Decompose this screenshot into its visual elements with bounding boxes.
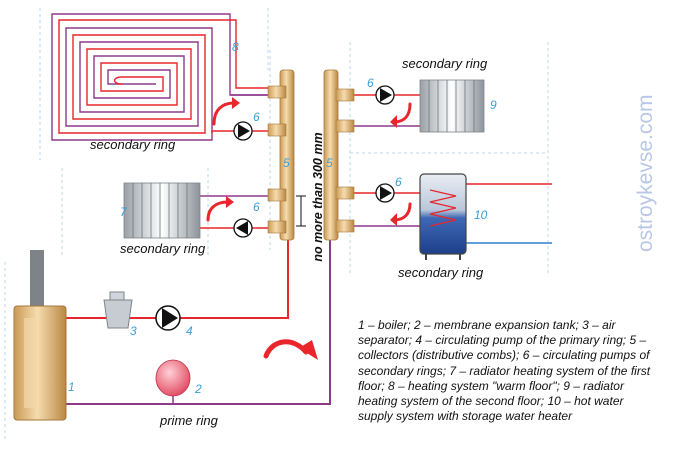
number-radiator-first-floor: 7 <box>120 205 127 219</box>
legend-text: 1 – boiler; 2 – membrane expansion tank;… <box>358 318 651 424</box>
flow-arrow-primary <box>263 339 309 359</box>
flow-arrow-floor <box>212 101 236 126</box>
number-pump-rad9: 6 <box>367 76 374 90</box>
number-air-separator: 3 <box>130 324 137 338</box>
watermark: ostroykevse.com <box>634 94 657 252</box>
watermark-text: ostroykevse.com <box>634 94 657 252</box>
number-warm-floor: 8 <box>232 40 239 54</box>
pump-rad9 <box>375 85 395 105</box>
pump-tank <box>375 183 395 203</box>
number-collector-left: 5 <box>283 156 290 170</box>
label-secondary-ring-rad2: secondary ring <box>402 56 488 71</box>
warm-floor-supply <box>58 19 283 134</box>
pump-rad7 <box>233 218 253 238</box>
pump-primary <box>155 305 181 331</box>
floor-supply-pipe <box>211 130 283 133</box>
label-spacing-note: no more than 300 mm <box>311 132 325 262</box>
label-secondary-ring-floor: secondary ring <box>90 137 176 152</box>
number-radiator-second-floor: 9 <box>490 98 497 112</box>
collector-left <box>267 69 295 241</box>
number-pump-rad7: 6 <box>253 200 260 214</box>
boiler <box>13 250 67 421</box>
number-collector-right: 5 <box>326 156 333 170</box>
number-boiler: 1 <box>68 380 75 394</box>
primary-supply-pipe <box>66 238 289 319</box>
number-primary-pump: 4 <box>186 324 193 338</box>
air-separator <box>103 291 133 329</box>
label-secondary-ring-boiler: secondary ring <box>398 265 484 280</box>
expansion-tank <box>155 359 191 404</box>
number-pump-floor: 6 <box>253 110 260 124</box>
label-prime-ring: prime ring <box>160 413 218 428</box>
number-pump-tank: 6 <box>395 175 402 189</box>
storage-water-heater <box>419 173 467 260</box>
dashed-guides <box>4 8 549 440</box>
warm-floor-return <box>51 13 283 141</box>
radiator-first-floor <box>123 182 201 239</box>
warm-floor-loops <box>51 13 283 141</box>
number-expansion-tank: 2 <box>195 382 202 396</box>
flow-arrow-rad7 <box>206 200 230 222</box>
primary-ring-pipes <box>66 238 331 405</box>
spacing-dimension <box>296 195 306 227</box>
flow-arrows <box>206 97 412 360</box>
number-water-heater: 10 <box>474 208 488 222</box>
radiator-second-floor <box>419 79 485 133</box>
pump-floor <box>233 121 253 141</box>
label-secondary-ring-rad1: secondary ring <box>120 241 206 256</box>
primary-return-pipe <box>66 238 331 405</box>
collector-right <box>323 69 355 241</box>
